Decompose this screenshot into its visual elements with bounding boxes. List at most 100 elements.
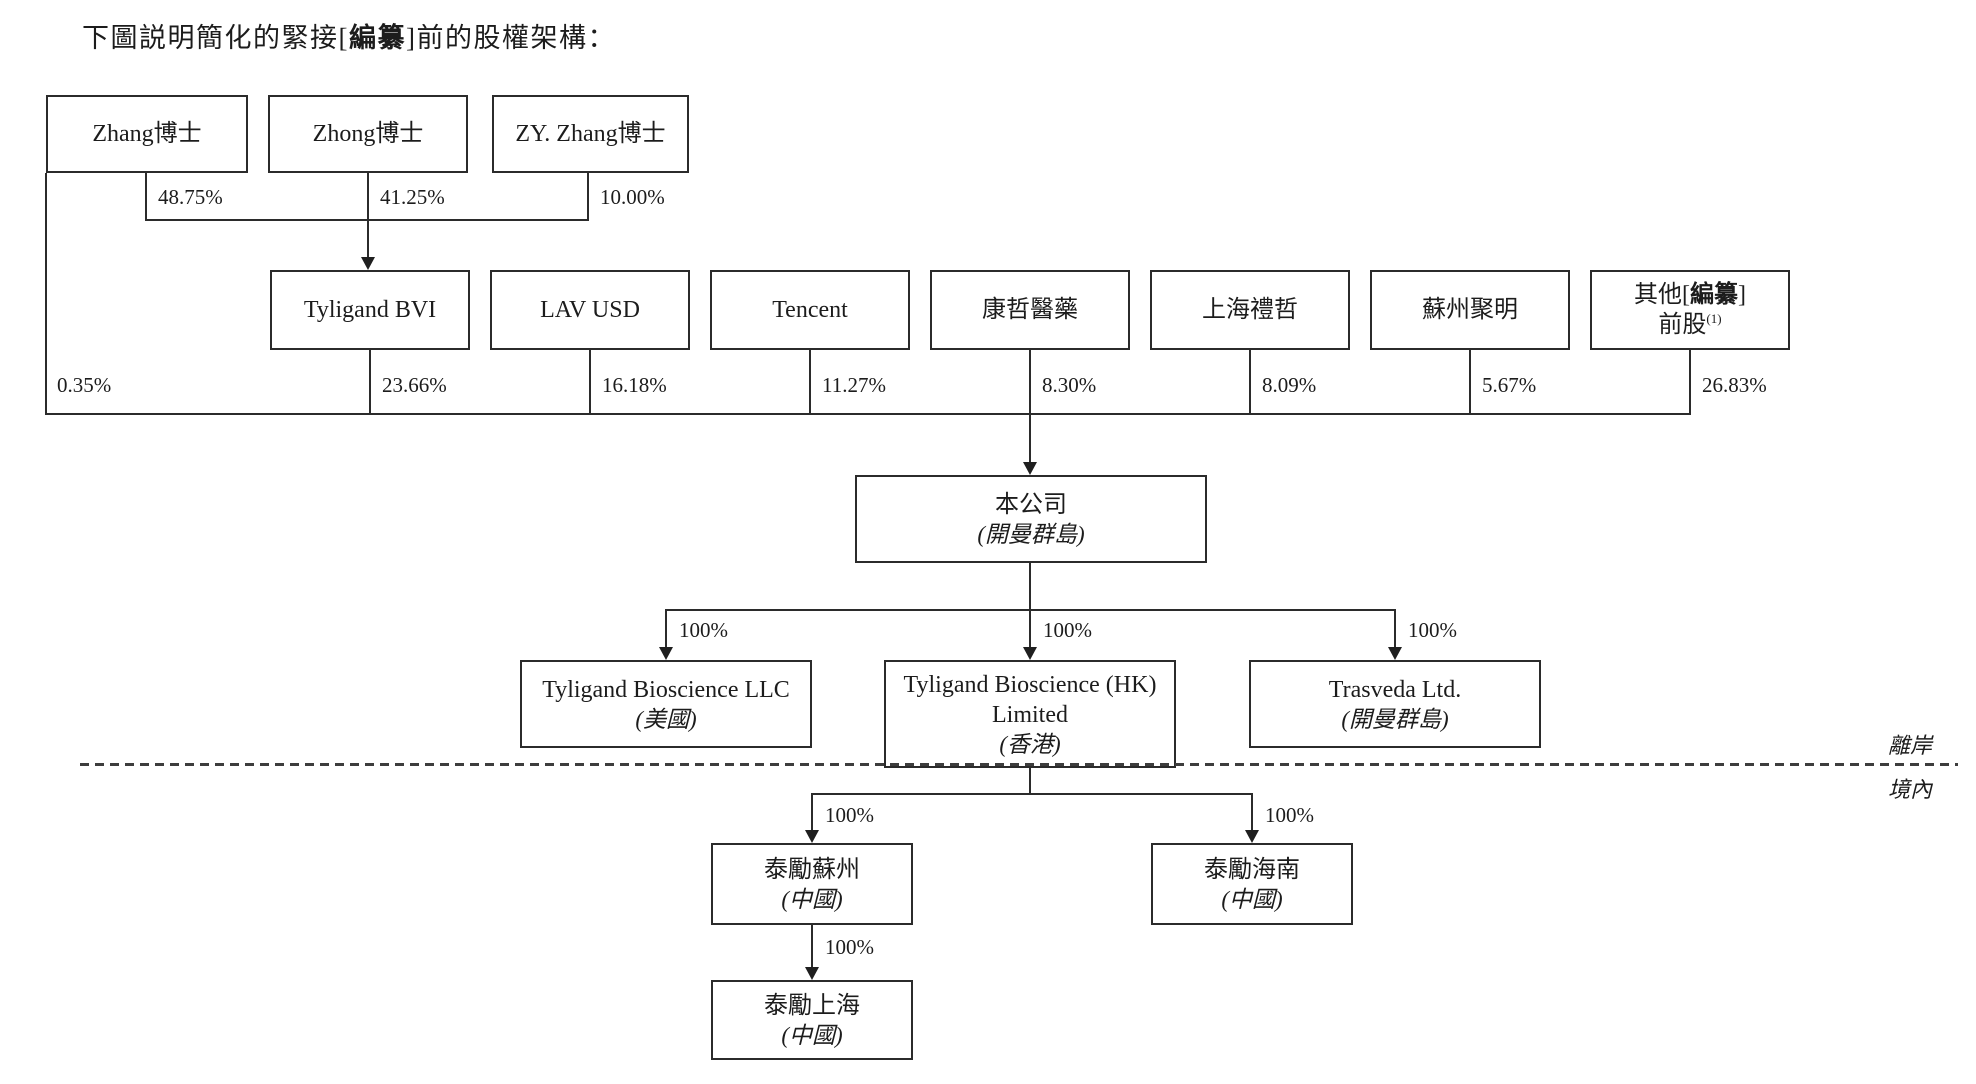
title-text-suffix: ]前的股權架構：	[406, 23, 616, 53]
box-tyligand-hk-jurisdiction: (香港)	[999, 731, 1061, 757]
box-tyligand-hk: Tyligand Bioscience (HK) Limited (香港)	[884, 660, 1176, 768]
box-tyligand-bvi-label: Tyligand BVI	[303, 297, 437, 323]
box-other-post: ]	[1738, 282, 1746, 308]
box-shanghai-lizhe-label: 上海禮哲	[1202, 297, 1298, 323]
box-shanghai-lizhe: 上海禮哲	[1150, 270, 1350, 350]
label-offshore: 離岸	[1888, 733, 1933, 758]
box-other-footnote-ref: (1)	[1706, 311, 1722, 326]
offshore-onshore-boundary	[80, 763, 1958, 766]
connector-zhang-drop	[145, 173, 147, 221]
arrowhead-hainan	[1245, 830, 1259, 843]
box-taili-hainan: 泰勵海南 (中國)	[1151, 843, 1353, 925]
box-taili-suzhou-name: 泰勵蘇州	[764, 856, 860, 883]
box-tyligand-llc-name: Tyligand Bioscience LLC	[542, 676, 790, 703]
box-zhong-label: Zhong博士	[312, 121, 424, 147]
box-other-redacted: 編纂	[1690, 282, 1738, 308]
box-company-jurisdiction: (開曼群島)	[977, 521, 1085, 547]
box-tencent-label: Tencent	[772, 297, 848, 323]
box-suzhou-juming: 蘇州聚明	[1370, 270, 1570, 350]
label-onshore: 境內	[1888, 777, 1933, 802]
connector-kangzhe-drop	[1029, 350, 1031, 414]
box-other-pre: 其他[	[1634, 282, 1690, 308]
box-tyligand-llc: Tyligand Bioscience LLC (美國)	[520, 660, 812, 748]
box-taili-shanghai-name: 泰勵上海	[764, 992, 860, 1019]
arrowhead-llc	[659, 647, 673, 660]
pct-trasveda: 100%	[1408, 618, 1457, 642]
box-zy-zhang-label: ZY. Zhang博士	[515, 121, 666, 147]
pct-hk: 100%	[1043, 618, 1092, 642]
box-other-line2-text: 前股	[1658, 312, 1707, 338]
connector-to-tyligand-bvi	[367, 219, 369, 259]
connector-to-trasveda	[1394, 609, 1396, 649]
box-zhang-label: Zhang博士	[92, 121, 202, 147]
box-trasveda-name: Trasveda Ltd.	[1328, 676, 1462, 703]
pct-zhang: 48.75%	[158, 185, 223, 209]
pct-shanghai: 100%	[825, 935, 874, 959]
title-redacted-text: 編纂	[349, 23, 406, 53]
box-trasveda: Trasveda Ltd. (開曼群島)	[1249, 660, 1541, 748]
connector-other-drop	[1689, 350, 1691, 414]
pct-tyligand-bvi: 23.66%	[382, 373, 447, 397]
box-other-pre-ipo: 其他[編纂] 前股(1)	[1590, 270, 1790, 350]
box-kangzhe-label: 康哲醫藥	[982, 297, 1078, 323]
box-tyligand-hk-name: Tyligand Bioscience (HK) Limited	[903, 671, 1157, 728]
arrowhead-tyligand-bvi	[361, 257, 375, 270]
arrowhead-company	[1023, 462, 1037, 475]
pct-tencent: 11.27%	[822, 373, 886, 397]
connector-lav-drop	[589, 350, 591, 414]
pct-hainan: 100%	[1265, 803, 1314, 827]
pct-lav-usd: 16.18%	[602, 373, 667, 397]
arrowhead-hk	[1023, 647, 1037, 660]
connector-to-company	[1029, 413, 1031, 464]
box-other-line2: 前股(1)	[1658, 310, 1721, 340]
connector-to-shanghai	[811, 925, 813, 969]
pct-zy-zhang: 10.00%	[600, 185, 665, 209]
box-tyligand-bvi: Tyligand BVI	[270, 270, 470, 350]
connector-bvi-drop	[369, 350, 371, 414]
pct-suzhou: 100%	[825, 803, 874, 827]
connector-hk-down	[1029, 768, 1031, 795]
box-other-line1: 其他[編纂]	[1634, 280, 1746, 310]
pct-llc: 100%	[679, 618, 728, 642]
connector-juming-drop	[1469, 350, 1471, 414]
connector-to-llc	[665, 609, 667, 649]
connector-to-hk	[1029, 609, 1031, 649]
connector-company-down	[1029, 563, 1031, 611]
connector-zhang-direct	[45, 173, 47, 415]
pct-zhang-direct: 0.35%	[57, 373, 112, 397]
arrowhead-trasveda	[1388, 647, 1402, 660]
box-taili-shanghai-jurisdiction: (中國)	[781, 1022, 843, 1048]
box-zhong: Zhong博士	[268, 95, 468, 173]
connector-zhong-drop	[367, 173, 369, 221]
connector-row4-horizontal	[811, 793, 1253, 795]
arrowhead-suzhou	[805, 830, 819, 843]
box-lav-usd-label: LAV USD	[540, 297, 640, 323]
box-kangzhe: 康哲醫藥	[930, 270, 1130, 350]
box-taili-shanghai: 泰勵上海 (中國)	[711, 980, 913, 1060]
arrowhead-shanghai	[805, 967, 819, 980]
box-lav-usd: LAV USD	[490, 270, 690, 350]
connector-to-hainan	[1251, 793, 1253, 832]
connector-to-suzhou	[811, 793, 813, 832]
box-zhang: Zhang博士	[46, 95, 248, 173]
connector-row2-collector	[45, 413, 1691, 415]
box-tencent: Tencent	[710, 270, 910, 350]
box-trasveda-jurisdiction: (開曼群島)	[1341, 706, 1449, 732]
box-company-name: 本公司	[995, 491, 1067, 518]
box-zy-zhang: ZY. Zhang博士	[492, 95, 689, 173]
connector-tencent-drop	[809, 350, 811, 414]
pct-zhong: 41.25%	[380, 185, 445, 209]
pct-other-pre-ipo: 26.83%	[1702, 373, 1767, 397]
box-tyligand-llc-jurisdiction: (美國)	[635, 706, 697, 732]
connector-lizhe-drop	[1249, 350, 1251, 414]
box-taili-suzhou: 泰勵蘇州 (中國)	[711, 843, 913, 925]
box-suzhou-juming-label: 蘇州聚明	[1422, 297, 1518, 323]
box-company: 本公司 (開曼群島)	[855, 475, 1207, 563]
pct-kangzhe: 8.30%	[1042, 373, 1097, 397]
box-taili-suzhou-jurisdiction: (中國)	[781, 886, 843, 912]
pct-shanghai-lizhe: 8.09%	[1262, 373, 1317, 397]
box-taili-hainan-jurisdiction: (中國)	[1221, 886, 1283, 912]
box-taili-hainan-name: 泰勵海南	[1204, 856, 1300, 883]
connector-zy-drop	[587, 173, 589, 221]
